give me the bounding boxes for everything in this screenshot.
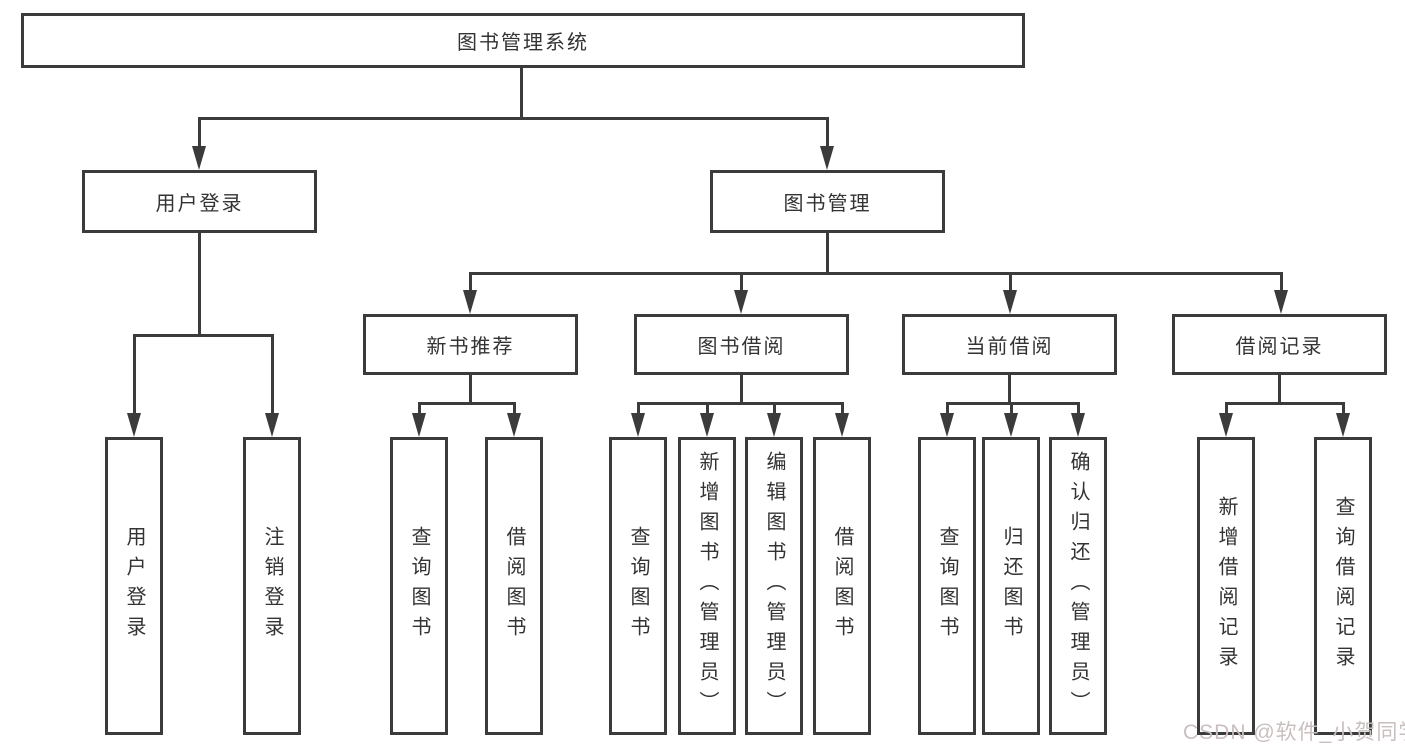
connector-line [469, 272, 472, 293]
node-current-borrowing: 当前借阅 [902, 314, 1117, 375]
arrowhead-down-icon [507, 413, 521, 437]
connector-line [1009, 272, 1012, 293]
node-new-book-recommendation: 新书推荐 [363, 314, 578, 375]
arrowhead-down-icon [734, 290, 748, 314]
connector-line [826, 117, 829, 149]
connector-line [637, 402, 843, 405]
leaf-user-login: 用户登录 [105, 437, 163, 735]
node-book-management-label: 图书管理 [783, 193, 872, 215]
leaf-user-login-label: 用户登录 [123, 526, 145, 646]
connector-line [773, 402, 776, 415]
arrowhead-down-icon [1071, 413, 1085, 437]
leaf-borrow-books-label: 借阅图书 [831, 526, 853, 646]
connector-line [946, 402, 949, 415]
node-new-book-recommendation-label: 新书推荐 [426, 336, 515, 358]
connector-line [520, 68, 523, 120]
connector-line [841, 402, 844, 415]
leaf-logout: 注销登录 [243, 437, 301, 735]
leaf-query-books-recommend-label: 查询图书 [408, 526, 430, 646]
arrowhead-down-icon [192, 146, 206, 170]
connector-line [826, 233, 829, 275]
leaf-add-borrow-record: 新增借阅记录 [1197, 437, 1255, 735]
connector-line [1008, 375, 1011, 404]
leaf-query-books-current: 查询图书 [918, 437, 976, 735]
csdn-watermark: CSDN @软件_小贺同学 [1183, 721, 1405, 744]
connector-line [469, 375, 472, 404]
arrowhead-down-icon [835, 413, 849, 437]
leaf-return-books-label: 归还图书 [1000, 526, 1022, 646]
connector-line [418, 402, 516, 405]
leaf-borrow-books-recommend-label: 借阅图书 [503, 526, 525, 646]
connector-line [198, 233, 201, 336]
connector-line [133, 334, 274, 337]
arrowhead-down-icon [412, 413, 426, 437]
connector-line [1010, 402, 1013, 415]
leaf-query-books-borrowing: 查询图书 [609, 437, 667, 735]
arrowhead-down-icon [820, 146, 834, 170]
leaf-add-book-admin: 新增图书（管理员） [678, 437, 736, 735]
connector-line [271, 334, 274, 416]
arrowhead-down-icon [127, 413, 141, 437]
connector-line [740, 375, 743, 404]
arrowhead-down-icon [767, 413, 781, 437]
connector-line [1225, 402, 1228, 415]
connector-line [740, 272, 743, 293]
leaf-borrow-books: 借阅图书 [813, 437, 871, 735]
leaf-logout-label: 注销登录 [261, 526, 283, 646]
node-borrowing-records-label: 借阅记录 [1235, 336, 1324, 358]
arrowhead-down-icon [1219, 413, 1233, 437]
connector-line [133, 334, 136, 416]
connector-line [198, 117, 201, 149]
arrowhead-down-icon [631, 413, 645, 437]
node-borrowing-records: 借阅记录 [1172, 314, 1387, 375]
node-library-system: 图书管理系统 [21, 13, 1025, 68]
connector-line [1280, 272, 1283, 293]
leaf-confirm-return-admin: 确认归还（管理员） [1049, 437, 1107, 735]
leaf-add-borrow-record-label: 新增借阅记录 [1215, 496, 1237, 676]
arrowhead-down-icon [940, 413, 954, 437]
arrowhead-down-icon [463, 290, 477, 314]
leaf-query-books-borrowing-label: 查询图书 [627, 526, 649, 646]
leaf-edit-book-admin: 编辑图书（管理员） [745, 437, 803, 735]
node-book-borrowing-label: 图书借阅 [697, 336, 786, 358]
arrowhead-down-icon [1274, 290, 1288, 314]
arrowhead-down-icon [265, 413, 279, 437]
arrowhead-down-icon [1003, 290, 1017, 314]
connector-line [637, 402, 640, 415]
node-user-login: 用户登录 [82, 170, 317, 233]
leaf-query-borrow-record: 查询借阅记录 [1314, 437, 1372, 735]
leaf-borrow-books-recommend: 借阅图书 [485, 437, 543, 735]
node-library-system-label: 图书管理系统 [457, 32, 589, 54]
arrowhead-down-icon [1336, 413, 1350, 437]
arrowhead-down-icon [1004, 413, 1018, 437]
connector-line [469, 272, 1282, 275]
connector-line [706, 402, 709, 415]
leaf-query-books-current-label: 查询图书 [936, 526, 958, 646]
connector-line [513, 402, 516, 415]
node-book-management: 图书管理 [710, 170, 945, 233]
connector-line [418, 402, 421, 415]
connector-line [1077, 402, 1080, 415]
connector-line [198, 117, 829, 120]
connector-line [1342, 402, 1345, 415]
arrowhead-down-icon [700, 413, 714, 437]
leaf-query-books-recommend: 查询图书 [390, 437, 448, 735]
node-user-login-label: 用户登录 [155, 193, 244, 215]
leaf-query-borrow-record-label: 查询借阅记录 [1332, 496, 1354, 676]
leaf-return-books: 归还图书 [982, 437, 1040, 735]
connector-line [1278, 375, 1281, 404]
leaf-add-book-admin-label: 新增图书（管理员） [696, 451, 718, 721]
leaf-edit-book-admin-label: 编辑图书（管理员） [763, 451, 785, 721]
connector-line [1225, 402, 1345, 405]
node-book-borrowing: 图书借阅 [634, 314, 849, 375]
leaf-confirm-return-admin-label: 确认归还（管理员） [1067, 451, 1089, 721]
node-current-borrowing-label: 当前借阅 [965, 336, 1054, 358]
